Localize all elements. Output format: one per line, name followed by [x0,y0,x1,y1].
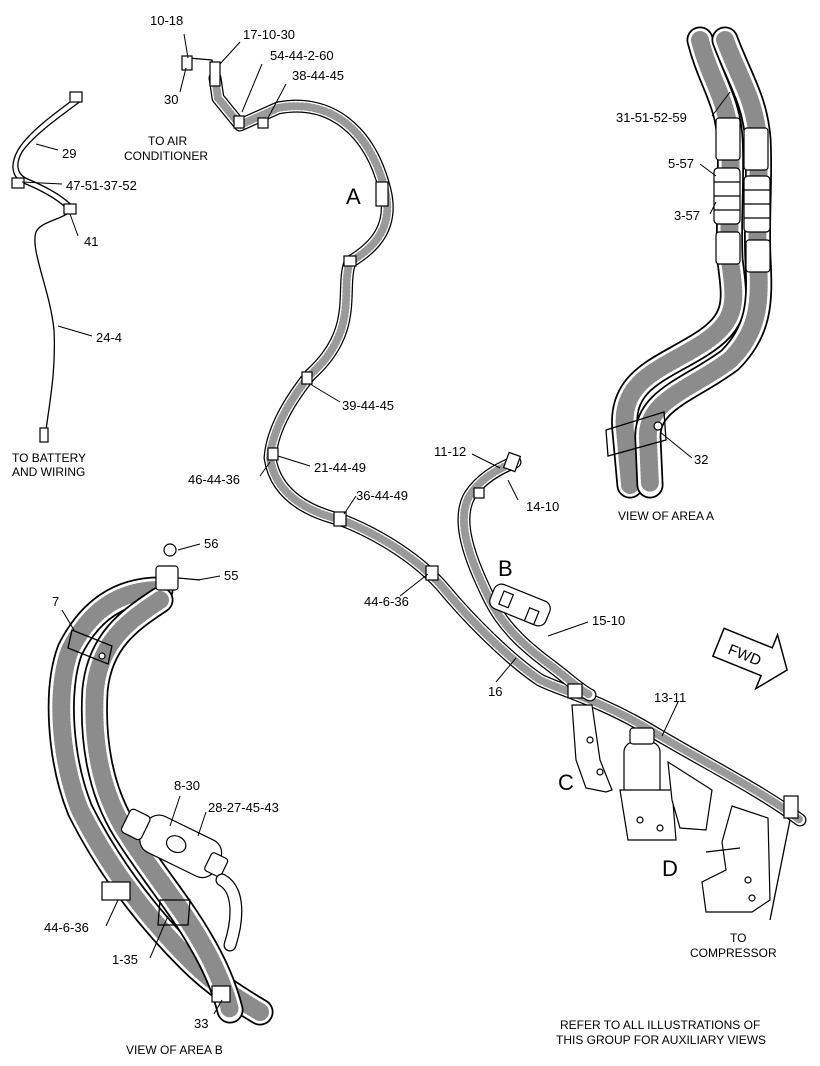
callout-56: 56 [204,536,218,551]
fitting-11-12 [502,451,522,473]
brackets-c-d [571,704,799,921]
hose-clips [233,115,583,699]
callout-7: 7 [52,594,59,609]
caption-to-air-1: TO AIR [148,134,187,148]
top-fitting [181,55,221,87]
caption-view-area-b: VIEW OF AREA B [126,1043,223,1057]
callout-36-44-49: 36-44-49 [356,488,408,503]
callout-31-51-52-59: 31-51-52-59 [616,110,687,125]
callout-15-10: 15-10 [592,613,625,628]
caption-to-air-2: CONDITIONER [124,149,208,163]
callout-47-51-37-52: 47-51-37-52 [66,178,137,193]
callout-8-30: 8-30 [174,778,200,793]
callout-17-10-30: 17-10-30 [243,27,295,42]
callout-54-44-2-60: 54-44-2-60 [270,48,334,63]
callout-32: 32 [694,452,708,467]
callout-33: 33 [194,1016,208,1031]
callout-10-18: 10-18 [150,13,183,28]
callout-44-6-36: 44-6-36 [364,594,409,609]
main-hose-assembly [208,71,807,827]
callout-38-44-45: 38-44-45 [292,68,344,83]
caption-view-area-a: VIEW OF AREA A [618,509,714,523]
captions: TO AIR CONDITIONER TO BATTERY AND WIRING… [12,134,777,1057]
drier-b [489,583,551,627]
caption-refer-2: THIS GROUP FOR AUXILIARY VIEWS [556,1033,766,1047]
callout-44-6-36-b: 44-6-36 [44,920,89,935]
callout-labels: 10-18 17-10-30 54-44-2-60 38-44-45 30 29… [44,13,708,1031]
forward-arrow[interactable]: FWD [708,615,798,696]
callout-30: 30 [164,92,178,107]
callout-28-27-45-43: 28-27-45-43 [208,800,279,815]
area-letter-c: C [558,770,574,795]
caption-battery-2: AND WIRING [12,465,85,479]
callout-1-35: 1-35 [112,952,138,967]
leader-lines [21,33,731,1015]
callout-11-12: 11-12 [434,444,466,459]
callout-46-44-36: 46-44-36 [188,472,240,487]
callout-16: 16 [488,684,502,699]
caption-to-compressor-2: COMPRESSOR [690,946,777,960]
callout-21-44-49: 21-44-49 [314,460,366,475]
callout-3-57: 3-57 [674,208,700,223]
area-letter-d: D [662,856,678,881]
callout-29: 29 [62,146,76,161]
callout-41: 41 [84,234,98,249]
callout-5-57: 5-57 [668,156,694,171]
caption-battery-1: TO BATTERY [12,451,86,465]
view-area-a [605,26,773,499]
caption-refer-1: REFER TO ALL ILLUSTRATIONS OF [560,1018,760,1032]
callout-13-11: 13-11 [654,690,686,705]
battery-wiring [11,91,83,443]
view-area-b [47,543,274,1026]
callout-14-10: 14-10 [526,499,559,514]
callout-24-4: 24-4 [96,330,122,345]
caption-to-compressor-1: TO [730,931,746,945]
callout-55: 55 [224,568,238,583]
callout-39-44-45: 39-44-45 [342,398,394,413]
area-letter-b: B [498,556,513,581]
area-letter-a: A [346,184,361,209]
area-letters: A B C D [346,184,678,881]
